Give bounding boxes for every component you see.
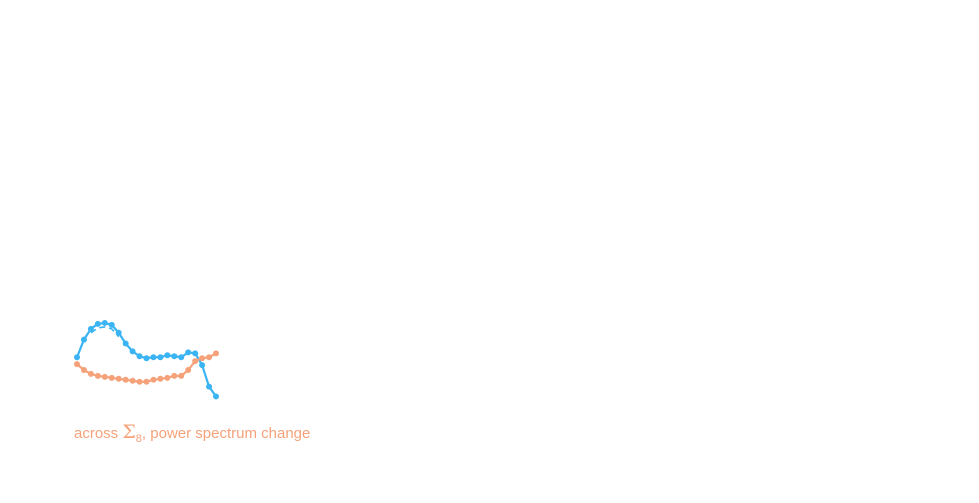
caption-annotation: across Σ8, power spectrum change [74, 421, 310, 445]
data-point-1-2 [87, 370, 94, 377]
caption-prefix: across [74, 425, 122, 442]
data-point-0-16 [185, 349, 192, 356]
data-point-0-11 [150, 354, 157, 361]
series-1 [74, 350, 219, 385]
data-point-0-3 [94, 320, 101, 327]
data-point-1-7 [122, 376, 129, 383]
data-point-0-19 [206, 383, 213, 390]
data-point-0-14 [171, 353, 178, 360]
data-point-0-2 [87, 325, 94, 332]
data-point-1-18 [199, 355, 206, 362]
data-point-1-17 [192, 358, 199, 365]
data-point-0-17 [192, 350, 199, 357]
data-point-1-6 [115, 375, 122, 382]
data-point-1-19 [206, 354, 213, 361]
data-point-0-0 [74, 354, 80, 361]
caption-suffix: , power spectrum change [142, 425, 310, 442]
data-point-0-20 [213, 393, 219, 400]
data-point-1-16 [185, 366, 192, 373]
data-point-1-20 [213, 350, 219, 357]
data-point-0-9 [136, 353, 143, 360]
data-point-1-13 [164, 374, 171, 381]
caption-subscript: 8 [136, 433, 142, 445]
data-point-0-5 [108, 321, 115, 328]
data-point-1-12 [157, 375, 164, 382]
data-point-1-15 [178, 372, 185, 379]
series-dash-overlay [90, 326, 120, 338]
data-point-0-13 [164, 352, 171, 359]
data-point-1-1 [80, 366, 87, 373]
data-point-0-12 [157, 354, 164, 361]
data-point-0-7 [122, 340, 129, 347]
data-point-1-14 [171, 372, 178, 379]
data-point-1-8 [129, 377, 136, 384]
data-point-1-0 [74, 361, 80, 368]
data-point-0-4 [101, 319, 108, 326]
data-point-1-5 [108, 374, 115, 381]
data-point-0-15 [178, 354, 185, 361]
data-point-1-9 [136, 378, 143, 385]
data-point-0-10 [143, 355, 150, 362]
data-point-0-8 [129, 348, 136, 355]
series-layer [74, 319, 219, 400]
data-point-1-11 [150, 376, 157, 383]
data-point-0-18 [199, 362, 206, 369]
data-point-1-10 [143, 378, 150, 385]
data-point-1-4 [101, 373, 108, 380]
caption-sigma: Σ [122, 421, 135, 443]
data-point-1-3 [94, 372, 101, 379]
series-0 [74, 319, 219, 400]
data-point-0-1 [80, 336, 87, 343]
